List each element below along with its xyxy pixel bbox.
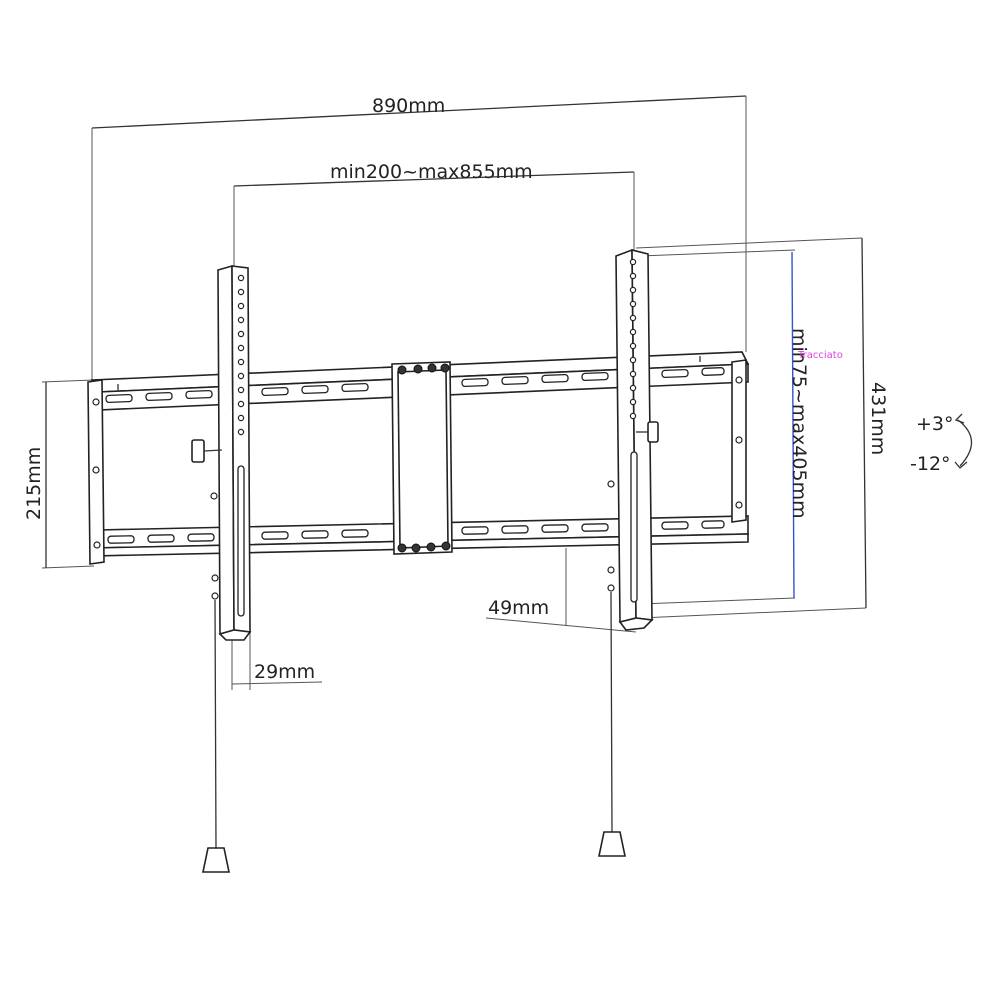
tilt-up-label: +3° <box>916 413 954 435</box>
plate-height-label: 215mm <box>23 447 45 520</box>
tilt-down-label: -12° <box>910 453 951 475</box>
vesa-vertical-label: min75~max405mm <box>788 328 810 519</box>
wall-distance-label: 49mm <box>488 597 549 619</box>
right-arm <box>607 248 659 631</box>
height-label: 431mm <box>867 382 889 455</box>
left-pull-cord <box>202 599 230 873</box>
overall-width-label: 890mm <box>372 95 445 117</box>
vesa-vertical-dimension: min75~max405mm Tracciato <box>639 249 843 605</box>
vesa-horizontal-dimension: min200~max855mm <box>233 161 635 268</box>
height-dimension: 431mm <box>635 237 889 619</box>
vesa-horizontal-label: min200~max855mm <box>330 161 533 183</box>
tilt-arc-icon <box>957 419 973 467</box>
left-arm <box>191 264 252 641</box>
overall-width-dimension: 890mm <box>91 95 747 382</box>
arm-width-label: 29mm <box>254 661 315 683</box>
tilt-indicator: +3° -12° <box>910 413 973 475</box>
plate-height-dimension: 215mm <box>23 379 95 569</box>
right-pull-cord <box>598 591 626 857</box>
watermark-text: Tracciato <box>797 350 843 361</box>
center-plate <box>391 361 453 555</box>
